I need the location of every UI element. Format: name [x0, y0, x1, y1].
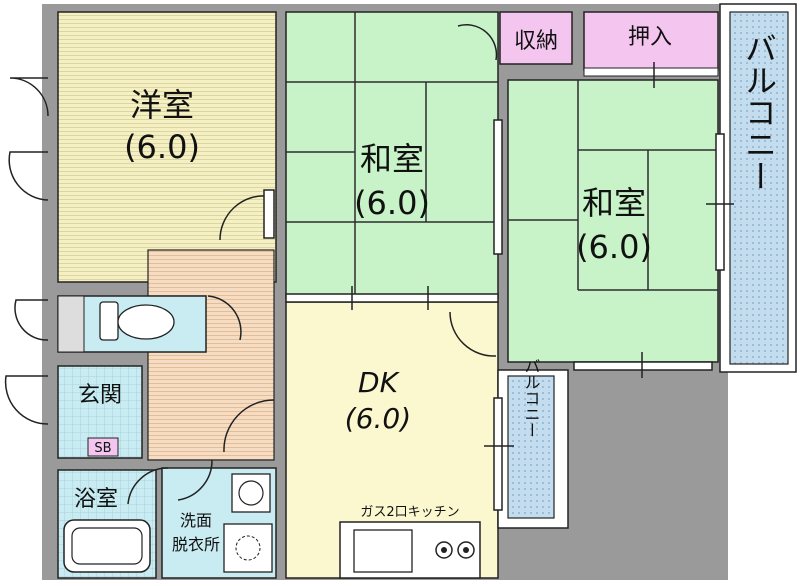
sliding-doors — [263, 62, 734, 511]
dk-size: (6.0) — [345, 402, 411, 435]
toilet — [57, 295, 207, 353]
japanese-room-2 — [507, 79, 719, 363]
japanese-room-2-name: 和室 — [582, 184, 646, 222]
japanese-room-2-size: (6.0) — [576, 228, 652, 266]
balcony-large-label: バルコニー — [740, 32, 778, 192]
storage-label: 収納 — [514, 29, 558, 54]
balcony-small — [507, 375, 555, 519]
japanese-room-1-name: 和室 — [360, 140, 424, 178]
japanese-room-1 — [285, 11, 499, 299]
kitchen-label: ガス2口キッチン — [360, 505, 459, 520]
dk-name: DK — [358, 366, 401, 399]
kitchen-counter — [339, 521, 481, 579]
western-room — [57, 11, 277, 283]
closet-label: 押入 — [628, 25, 672, 50]
washroom — [161, 467, 277, 579]
japanese-room-1-size: (6.0) — [354, 184, 430, 222]
washroom-label-line2: 脱衣所 — [172, 535, 220, 554]
balcony-large — [729, 11, 789, 365]
entrance-label: 玄関 — [78, 383, 122, 408]
balcony-small-label: バルコニー — [522, 358, 541, 438]
bathroom-label: 浴室 — [74, 487, 118, 512]
western-room-size: (6.0) — [124, 128, 200, 166]
washroom-label-line1: 洗面 — [180, 511, 212, 530]
doors — [4, 24, 498, 505]
corridor — [147, 249, 275, 461]
western-room-name: 洋室 — [130, 86, 194, 124]
closet — [583, 11, 719, 71]
bathroom — [57, 469, 157, 579]
storage — [499, 11, 573, 65]
shoe-box-label: SB — [94, 441, 111, 456]
